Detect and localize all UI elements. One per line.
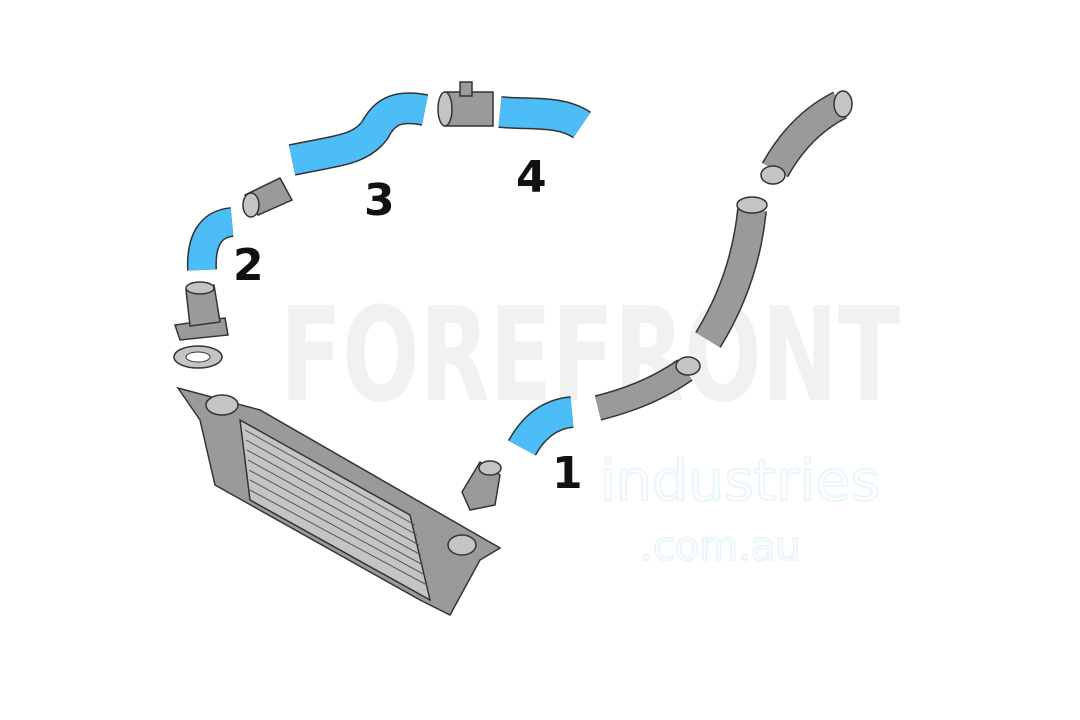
label-hose-1: 1: [552, 448, 583, 499]
label-hose-3: 3: [364, 175, 395, 226]
elbow-outlet: [461, 460, 502, 511]
watermark-domain: .com.au: [640, 524, 801, 570]
hose-3: [288, 92, 429, 176]
label-hose-2: 2: [233, 240, 264, 291]
upper-intake-pipe: [760, 90, 853, 185]
coupler: [242, 177, 294, 218]
throttle-flange: [174, 281, 229, 341]
watermark-brand: FOREFRONT: [280, 279, 900, 431]
mass-airflow-sensor: [437, 81, 494, 127]
elbow-pipe: [594, 356, 701, 421]
hose-1: [507, 396, 575, 457]
label-hose-4: 4: [516, 152, 547, 203]
watermark-logo: FOREFRONT industries .com.au: [280, 279, 900, 571]
hose-2: [186, 207, 235, 271]
hose-4: [498, 96, 592, 139]
gasket: [173, 345, 223, 369]
long-intake-pipe: [695, 196, 768, 348]
intercooler: [176, 386, 502, 616]
watermark-industries: industries: [600, 449, 880, 514]
